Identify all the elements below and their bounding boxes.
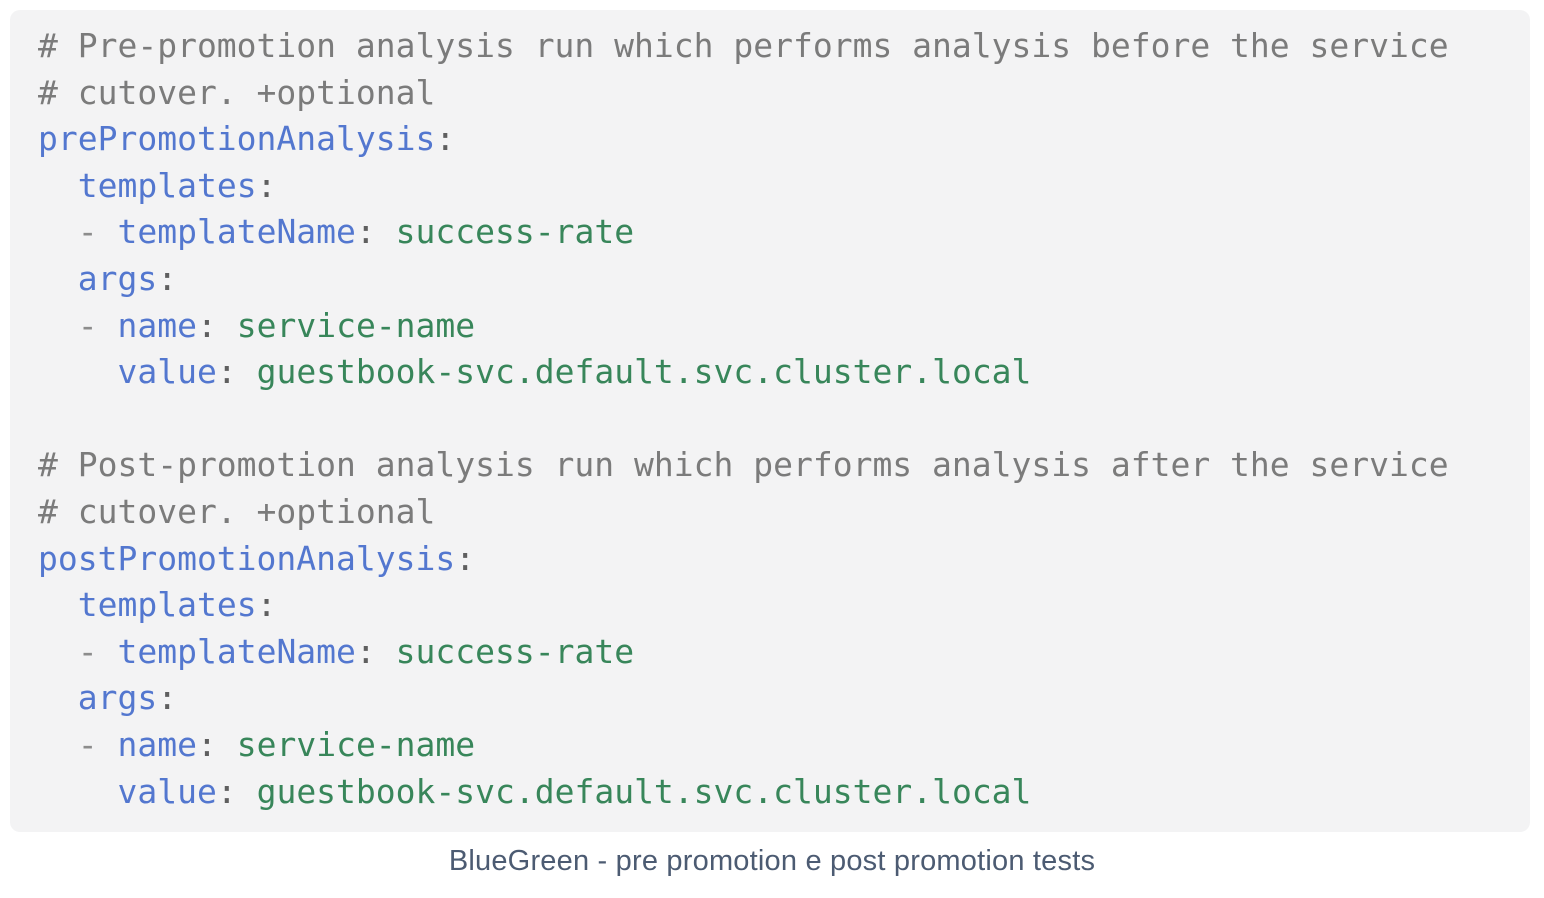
code-line: - templateName: success-rate	[38, 629, 1502, 676]
code-token-plain	[38, 259, 78, 298]
code-token-plain	[38, 352, 117, 391]
code-token-punct: :	[196, 724, 237, 764]
code-token-key: templateName	[117, 212, 356, 252]
code-line: postPromotionAnalysis:	[38, 536, 1502, 583]
code-token-plain	[38, 678, 78, 717]
figure-caption: BlueGreen - pre promotion e post promoti…	[448, 845, 1096, 878]
code-line: templates:	[38, 582, 1502, 629]
code-token-plain	[38, 772, 117, 811]
code-token-comment: # cutover. +optional	[38, 72, 436, 112]
code-token-punct: :	[157, 678, 178, 718]
code-token-key: templates	[77, 585, 257, 625]
code-line: # Pre-promotion analysis run which perfo…	[38, 23, 1502, 70]
code-token-dash: -	[77, 724, 118, 764]
code-token-key: name	[117, 724, 197, 764]
code-token-plain	[38, 585, 78, 624]
code-token-key: value	[117, 352, 217, 392]
code-token-dash: -	[77, 631, 118, 671]
code-line: # cutover. +optional	[38, 489, 1502, 536]
code-token-value: service-name	[236, 305, 476, 345]
code-token-key: prePromotionAnalysis	[38, 119, 436, 159]
code-token-plain	[38, 166, 78, 205]
code-line: # Post-promotion analysis run which perf…	[38, 442, 1502, 489]
code-token-value: guestbook-svc.default.svc.cluster.local	[256, 771, 1032, 811]
code-line: prePromotionAnalysis:	[38, 116, 1502, 163]
code-token-punct: :	[196, 305, 237, 345]
code-line: - templateName: success-rate	[38, 209, 1502, 256]
code-line	[38, 396, 1502, 443]
code-token-key: templateName	[117, 631, 356, 671]
code-token-comment: # Post-promotion analysis run which perf…	[38, 445, 1449, 485]
code-token-dash: -	[77, 305, 118, 345]
code-line: # cutover. +optional	[38, 70, 1502, 117]
code-token-comment: # Pre-promotion analysis run which perfo…	[38, 26, 1449, 65]
code-token-value: success-rate	[395, 212, 635, 252]
code-token-punct: :	[355, 631, 396, 671]
code-token-punct: :	[256, 165, 277, 205]
code-line: value: guestbook-svc.default.svc.cluster…	[38, 349, 1502, 396]
code-token-key: name	[117, 305, 197, 345]
code-token-key: value	[117, 771, 217, 811]
code-line: args:	[38, 675, 1502, 722]
code-line: templates:	[38, 163, 1502, 210]
code-token-plain	[38, 725, 78, 764]
code-token-key: args	[77, 258, 158, 298]
code-token-punct: :	[256, 585, 277, 625]
code-token-dash: -	[77, 212, 118, 252]
code-line: - name: service-name	[38, 303, 1502, 350]
code-token-punct: :	[435, 119, 456, 159]
code-token-comment: # cutover. +optional	[38, 491, 436, 531]
code-token-key: postPromotionAnalysis	[38, 538, 456, 578]
code-token-key: templates	[77, 165, 257, 205]
yaml-code: # Pre-promotion analysis run which perfo…	[38, 23, 1502, 815]
code-token-plain	[38, 306, 78, 345]
code-line: value: guestbook-svc.default.svc.cluster…	[38, 769, 1502, 816]
code-line: - name: service-name	[38, 722, 1502, 769]
code-line: args:	[38, 256, 1502, 303]
code-token-plain	[38, 632, 78, 671]
code-token-value: success-rate	[395, 631, 635, 671]
code-token-punct: :	[157, 258, 178, 298]
code-token-value: service-name	[236, 724, 476, 764]
code-token-punct: :	[355, 212, 396, 252]
code-token-punct: :	[216, 352, 257, 392]
code-token-value: guestbook-svc.default.svc.cluster.local	[256, 352, 1032, 392]
code-token-key: args	[77, 678, 158, 718]
code-token-punct: :	[455, 538, 476, 578]
code-token-plain	[38, 212, 78, 251]
figure: # Pre-promotion analysis run which perfo…	[0, 10, 1544, 878]
code-block: # Pre-promotion analysis run which perfo…	[10, 10, 1530, 833]
code-token-punct: :	[216, 771, 257, 811]
